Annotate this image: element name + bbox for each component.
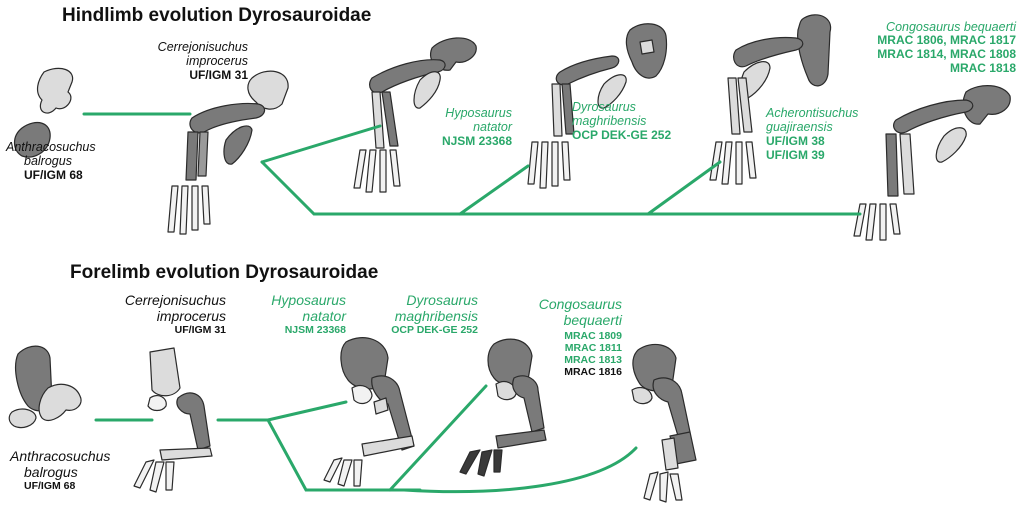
hindlimb-anthracosuchus-label: Anthracosuchus balrogus UF/IGM 68 xyxy=(6,140,96,183)
specimen-id: MRAC 1814, MRAC 1808 xyxy=(877,47,1016,62)
taxon-name: Dyrosaurus xyxy=(572,100,636,114)
forelimb-congosaurus-label: Congosaurus bequaerti MRAC 1809 MRAC 181… xyxy=(520,296,622,378)
forelimb-congosaurus-bones xyxy=(631,343,697,503)
hindlimb-acherontisuchus-bones xyxy=(709,14,832,185)
taxon-name: Cerrejonisuchus xyxy=(124,292,226,308)
specimen-id: UF/IGM 31 xyxy=(174,324,226,337)
taxon-name: improcerus xyxy=(156,308,226,325)
taxon-name: maghribensis xyxy=(572,114,647,129)
taxon-name: natator xyxy=(302,308,346,325)
taxon-name: Congosaurus xyxy=(538,296,622,312)
taxon-name: natator xyxy=(473,120,512,135)
hindlimb-tree-branch-hyposaurus xyxy=(260,124,382,164)
specimen-id: MRAC 1818 xyxy=(949,60,1016,75)
hindlimb-hyposaurus-label: Hyposaurus natator NJSM 23368 xyxy=(410,106,512,149)
hindlimb-congosaurus-bones xyxy=(853,85,1011,241)
specimen-id: UF/IGM 39 xyxy=(766,147,825,162)
taxon-name: Congosaurus bequaerti xyxy=(886,20,1016,34)
specimen-id: NJSM 23368 xyxy=(441,133,512,148)
specimen-id: NJSM 23368 xyxy=(284,324,346,337)
hindlimb-hyposaurus-bones xyxy=(353,37,477,193)
forelimb-cerrejonisuchus-label: Cerrejonisuchus improcerus UF/IGM 31 xyxy=(70,292,226,336)
hindlimb-cerrejonisuchus-bones xyxy=(167,70,289,235)
specimen-id: OCP DEK-GE 252 xyxy=(391,324,478,337)
specimen-id: MRAC 1816 xyxy=(564,366,622,379)
taxon-name: Dyrosaurus xyxy=(406,292,478,308)
phylogeny-tree-lines xyxy=(82,112,862,494)
hindlimb-anthracosuchus-bones xyxy=(13,67,74,158)
forelimb-tree-root xyxy=(266,418,422,492)
taxon-name: balrogus xyxy=(24,464,78,481)
hindlimb-tree-root xyxy=(260,160,862,216)
hindlimb-cerrejonisuchus-label: Cerrejonisuchus improcerus UF/IGM 31 xyxy=(128,40,248,83)
taxon-name: guajiraensis xyxy=(766,120,833,135)
specimen-id: MRAC 1806, MRAC 1817 xyxy=(877,33,1016,48)
hindlimb-title: Hindlimb evolution Dyrosauroidae xyxy=(62,5,372,26)
taxon-name: balrogus xyxy=(24,154,72,169)
forelimb-dyrosaurus-bones xyxy=(459,338,547,477)
taxon-name: improcerus xyxy=(186,54,248,69)
forelimb-tree-branch-hyposaurus xyxy=(266,400,348,422)
hindlimb-dyrosaurus-label: Dyrosaurus maghribensis OCP DEK-GE 252 xyxy=(572,100,692,143)
specimen-id: UF/IGM 68 xyxy=(24,480,76,493)
forelimb-hyposaurus-label: Hyposaurus natator NJSM 23368 xyxy=(250,292,346,336)
taxon-name: Anthracosuchus xyxy=(6,140,96,154)
forelimb-hyposaurus-bones xyxy=(323,337,415,487)
specimen-id: OCP DEK-GE 252 xyxy=(572,127,672,142)
taxon-name: bequaerti xyxy=(563,312,622,329)
taxon-name: Anthracosuchus xyxy=(10,448,111,464)
hindlimb-dyrosaurus-bones xyxy=(527,23,668,189)
forelimb-cerrejonisuchus-bones xyxy=(133,347,213,493)
forelimb-dyrosaurus-label: Dyrosaurus maghribensis OCP DEK-GE 252 xyxy=(360,292,478,336)
forelimb-title: Forelimb evolution Dyrosauroidae xyxy=(70,262,379,283)
forelimb-tree-branch-dyrosaurus xyxy=(388,384,488,492)
taxon-name: Hyposaurus xyxy=(445,106,512,120)
forelimb-tree-branch-congosaurus xyxy=(402,446,638,494)
forelimb-anthracosuchus-label: Anthracosuchus balrogus UF/IGM 68 xyxy=(10,448,110,492)
specimen-id: MRAC 1811 xyxy=(564,342,622,355)
hindlimb-tree-branch-acherontisuchus xyxy=(646,160,722,216)
specimen-id: MRAC 1809 xyxy=(564,330,622,343)
hindlimb-congosaurus-label: Congosaurus bequaerti MRAC 1806, MRAC 18… xyxy=(820,20,1016,76)
specimen-id: UF/IGM 68 xyxy=(24,167,83,182)
hindlimb-tree-branch-dyrosaurus xyxy=(458,164,530,216)
taxon-name: Acherontisuchus xyxy=(766,106,859,120)
hindlimb-acherontisuchus-label: Acherontisuchus guajiraensis UF/IGM 38 U… xyxy=(766,106,858,162)
taxon-name: Hyposaurus xyxy=(271,292,346,308)
taxon-name: Cerrejonisuchus xyxy=(157,40,248,54)
specimen-id: MRAC 1813 xyxy=(564,354,622,367)
taxon-name: maghribensis xyxy=(394,308,478,325)
specimen-id: UF/IGM 38 xyxy=(766,133,825,148)
forelimb-anthracosuchus-bones xyxy=(8,345,82,429)
specimen-id: UF/IGM 31 xyxy=(189,67,248,82)
